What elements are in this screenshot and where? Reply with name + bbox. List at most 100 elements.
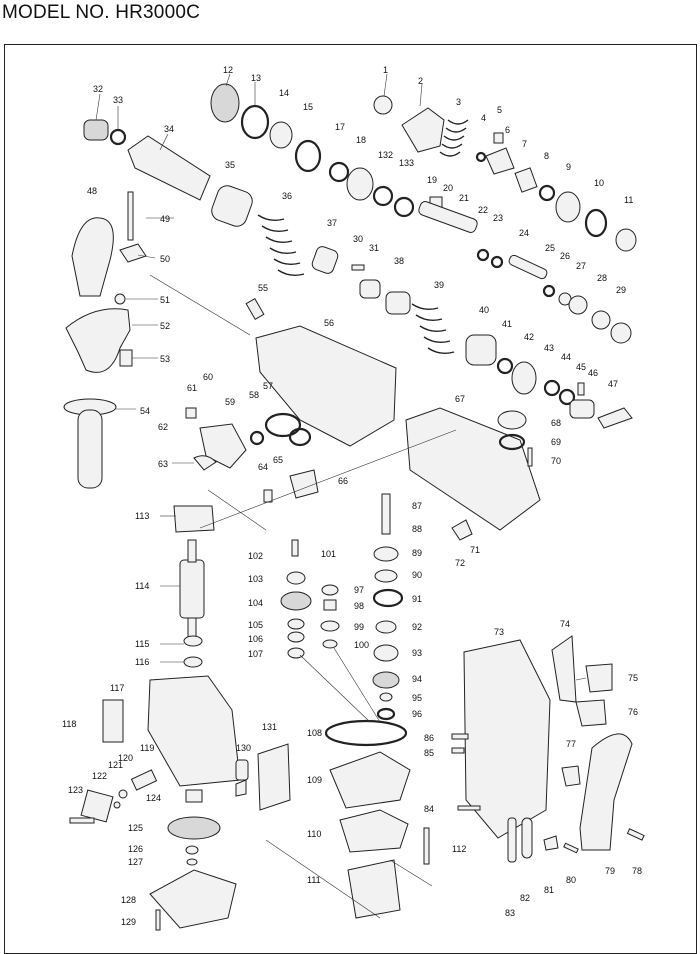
callout-10: 10 bbox=[594, 178, 604, 188]
callout-numbers: 1 2 3 4 5 6 7 8 9 10 11 12 13 14 15 17 1… bbox=[62, 65, 642, 927]
callout-61: 61 bbox=[187, 383, 197, 393]
callout-132: 132 bbox=[378, 150, 393, 160]
callout-21: 21 bbox=[459, 193, 469, 203]
callout-68: 68 bbox=[551, 418, 561, 428]
callout-65: 65 bbox=[273, 455, 283, 465]
callout-127: 127 bbox=[128, 857, 143, 867]
callout-109: 109 bbox=[307, 775, 322, 785]
callout-45: 45 bbox=[576, 362, 586, 372]
callout-60: 60 bbox=[203, 372, 213, 382]
callout-41: 41 bbox=[502, 319, 512, 329]
callout-91: 91 bbox=[412, 594, 422, 604]
callout-42: 42 bbox=[524, 332, 534, 342]
callout-94: 94 bbox=[412, 674, 422, 684]
callout-57: 57 bbox=[263, 381, 273, 391]
callout-111: 111 bbox=[307, 875, 321, 885]
part-67-housing bbox=[405, 407, 541, 531]
callout-30: 30 bbox=[353, 234, 363, 244]
page-title: MODEL NO. HR3000C bbox=[2, 2, 201, 23]
callout-43: 43 bbox=[544, 343, 554, 353]
callout-118: 118 bbox=[62, 719, 76, 729]
callout-98: 98 bbox=[354, 601, 364, 611]
callout-22: 22 bbox=[478, 205, 488, 215]
callout-96: 96 bbox=[412, 709, 422, 719]
callout-90: 90 bbox=[412, 570, 422, 580]
callout-124: 124 bbox=[146, 793, 161, 803]
part-56-housing bbox=[255, 325, 397, 447]
callout-20: 20 bbox=[443, 183, 453, 193]
callout-66: 66 bbox=[338, 476, 348, 486]
callout-97: 97 bbox=[354, 585, 364, 595]
callout-13: 13 bbox=[251, 73, 261, 83]
callout-56: 56 bbox=[324, 318, 334, 328]
callout-11: 11 bbox=[624, 195, 633, 205]
callout-73: 73 bbox=[494, 627, 504, 637]
callout-71: 71 bbox=[470, 545, 480, 555]
callout-59: 59 bbox=[225, 397, 235, 407]
callout-89: 89 bbox=[412, 548, 422, 558]
callout-38: 38 bbox=[394, 256, 404, 266]
callout-82: 82 bbox=[520, 893, 530, 903]
callout-103: 103 bbox=[248, 574, 263, 584]
callout-115: 115 bbox=[135, 639, 149, 649]
callout-93: 93 bbox=[412, 648, 422, 658]
callout-76: 76 bbox=[628, 707, 638, 717]
part-illustrations bbox=[63, 83, 645, 931]
callout-110: 110 bbox=[307, 829, 321, 839]
callout-123: 123 bbox=[68, 785, 83, 795]
callout-58: 58 bbox=[249, 390, 259, 400]
callout-125: 125 bbox=[128, 823, 143, 833]
callout-8: 8 bbox=[544, 151, 549, 161]
callout-107: 107 bbox=[248, 649, 263, 659]
part-1-cap bbox=[373, 95, 393, 115]
callout-95: 95 bbox=[412, 693, 422, 703]
callout-2: 2 bbox=[418, 76, 423, 86]
callout-48: 48 bbox=[87, 186, 97, 196]
callout-33: 33 bbox=[113, 95, 123, 105]
callout-3: 3 bbox=[456, 97, 461, 107]
callout-67: 67 bbox=[455, 394, 465, 404]
callout-79: 79 bbox=[605, 866, 615, 876]
callout-80: 80 bbox=[566, 875, 576, 885]
callout-63: 63 bbox=[158, 459, 168, 469]
callout-47: 47 bbox=[608, 379, 618, 389]
callout-81: 81 bbox=[544, 885, 554, 895]
callout-104: 104 bbox=[248, 598, 263, 608]
callout-133: 133 bbox=[399, 158, 414, 168]
callout-64: 64 bbox=[258, 462, 268, 472]
callout-17: 17 bbox=[335, 122, 345, 132]
callout-12: 12 bbox=[223, 65, 233, 75]
callout-34: 34 bbox=[164, 124, 174, 134]
callout-39: 39 bbox=[434, 280, 444, 290]
callout-87: 87 bbox=[412, 501, 422, 511]
callout-74: 74 bbox=[560, 619, 570, 629]
callout-9: 9 bbox=[566, 162, 571, 172]
callout-27: 27 bbox=[576, 261, 586, 271]
callout-121: 121 bbox=[108, 760, 123, 770]
callout-69: 69 bbox=[551, 437, 561, 447]
callout-75: 75 bbox=[628, 673, 638, 683]
callout-120: 120 bbox=[118, 753, 133, 763]
callout-28: 28 bbox=[597, 273, 607, 283]
callout-117: 117 bbox=[110, 683, 124, 693]
callout-99: 99 bbox=[354, 622, 364, 632]
callout-106: 106 bbox=[248, 634, 263, 644]
callout-25: 25 bbox=[545, 243, 555, 253]
part-48-strap bbox=[71, 217, 114, 297]
callout-130: 130 bbox=[236, 743, 251, 753]
callout-86: 86 bbox=[424, 733, 434, 743]
callout-40: 40 bbox=[479, 305, 489, 315]
callout-1: 1 bbox=[383, 65, 388, 75]
callout-32: 32 bbox=[93, 84, 103, 94]
callout-113: 113 bbox=[135, 511, 149, 521]
callout-119: 119 bbox=[140, 743, 154, 753]
callout-29: 29 bbox=[616, 285, 626, 295]
callout-26: 26 bbox=[560, 251, 570, 261]
part-73-handle bbox=[463, 639, 551, 839]
callout-52: 52 bbox=[160, 321, 170, 331]
callout-23: 23 bbox=[493, 213, 503, 223]
callout-35: 35 bbox=[225, 160, 235, 170]
callout-44: 44 bbox=[561, 352, 571, 362]
callout-50: 50 bbox=[160, 254, 170, 264]
